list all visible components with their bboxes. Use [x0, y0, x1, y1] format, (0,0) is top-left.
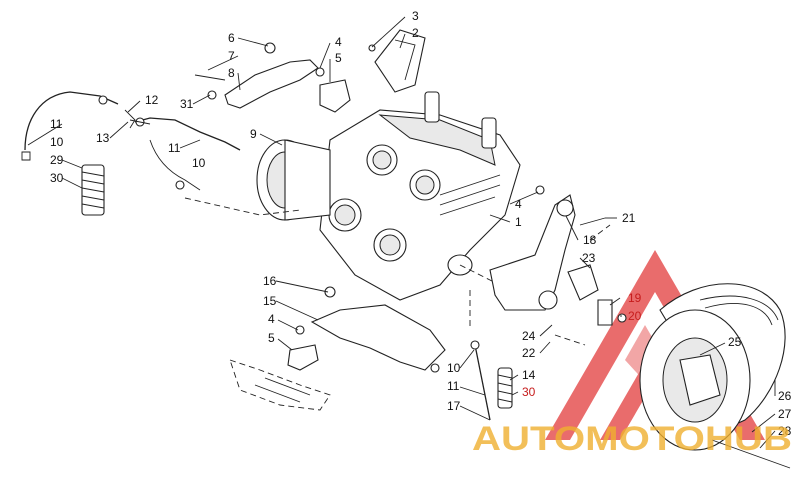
- callout-28: 28: [778, 424, 792, 438]
- callout-4b: 4: [515, 197, 522, 211]
- callout-22: 22: [522, 346, 536, 360]
- rubber-mount-top: [315, 67, 351, 113]
- callout-19: 19: [628, 291, 642, 305]
- fuel-hose-assembly: [21, 91, 241, 191]
- callout-26: 26: [778, 389, 792, 403]
- callout-10a: 10: [50, 135, 64, 149]
- callout-1: 1: [515, 215, 522, 229]
- callout-4a: 4: [335, 35, 342, 49]
- spring-left: [81, 164, 105, 216]
- rubber-mount-lower: [287, 325, 319, 371]
- callout-17: 17: [447, 399, 461, 413]
- callout-30b: 30: [522, 385, 536, 399]
- callout-8: 8: [228, 66, 235, 80]
- callout-9: 9: [250, 127, 257, 141]
- callout-labels: 3 2 6 4 7 5 8 12 31 11 9 13 10 11 29 10 …: [50, 9, 792, 438]
- callout-6: 6: [228, 31, 235, 45]
- watermark-label: AUTOMOTOHUB: [472, 420, 792, 458]
- throttle-cable-lower: [470, 340, 491, 421]
- bracket-23: [567, 264, 599, 301]
- callout-2: 2: [412, 26, 419, 40]
- callout-23: 23: [582, 251, 596, 265]
- callout-24: 24: [522, 329, 536, 343]
- callout-3: 3: [412, 9, 419, 23]
- callout-14: 14: [522, 368, 536, 382]
- callout-20: 20: [628, 309, 642, 323]
- callout-27: 27: [778, 407, 792, 421]
- callout-7: 7: [228, 49, 235, 63]
- watermark-text: AUTOMOTOHUB: [472, 420, 792, 458]
- intake-boot: [368, 29, 426, 93]
- callout-15: 15: [263, 294, 277, 308]
- callout-leaders: [27, 16, 776, 449]
- callout-5a: 5: [335, 51, 342, 65]
- spring-lower: [497, 367, 513, 409]
- callout-31: 31: [180, 97, 194, 111]
- engine-mount-bracket-lower: [310, 286, 446, 373]
- callout-10c: 10: [447, 361, 461, 375]
- engine-block: [319, 91, 521, 301]
- callout-25: 25: [728, 335, 742, 349]
- magneto-cover: [256, 139, 331, 221]
- callout-11b: 11: [168, 141, 181, 155]
- callout-5b: 5: [268, 331, 275, 345]
- drive-clutch-and-belt: [639, 283, 791, 469]
- callout-12: 12: [145, 93, 159, 107]
- callout-10b: 10: [192, 156, 206, 170]
- callout-4c: 4: [268, 312, 275, 326]
- callout-29: 29: [50, 153, 64, 167]
- engine-mount-bracket-top: [194, 42, 319, 109]
- chassis-section: [229, 359, 331, 411]
- callout-13: 13: [96, 131, 110, 145]
- bracket-19: [597, 299, 627, 326]
- callout-30a: 30: [50, 171, 64, 185]
- callout-11c: 11: [447, 379, 460, 393]
- callout-16: 16: [263, 274, 277, 288]
- callout-18: 18: [583, 233, 597, 247]
- callout-21: 21: [622, 211, 636, 225]
- callout-11a: 11: [50, 117, 63, 131]
